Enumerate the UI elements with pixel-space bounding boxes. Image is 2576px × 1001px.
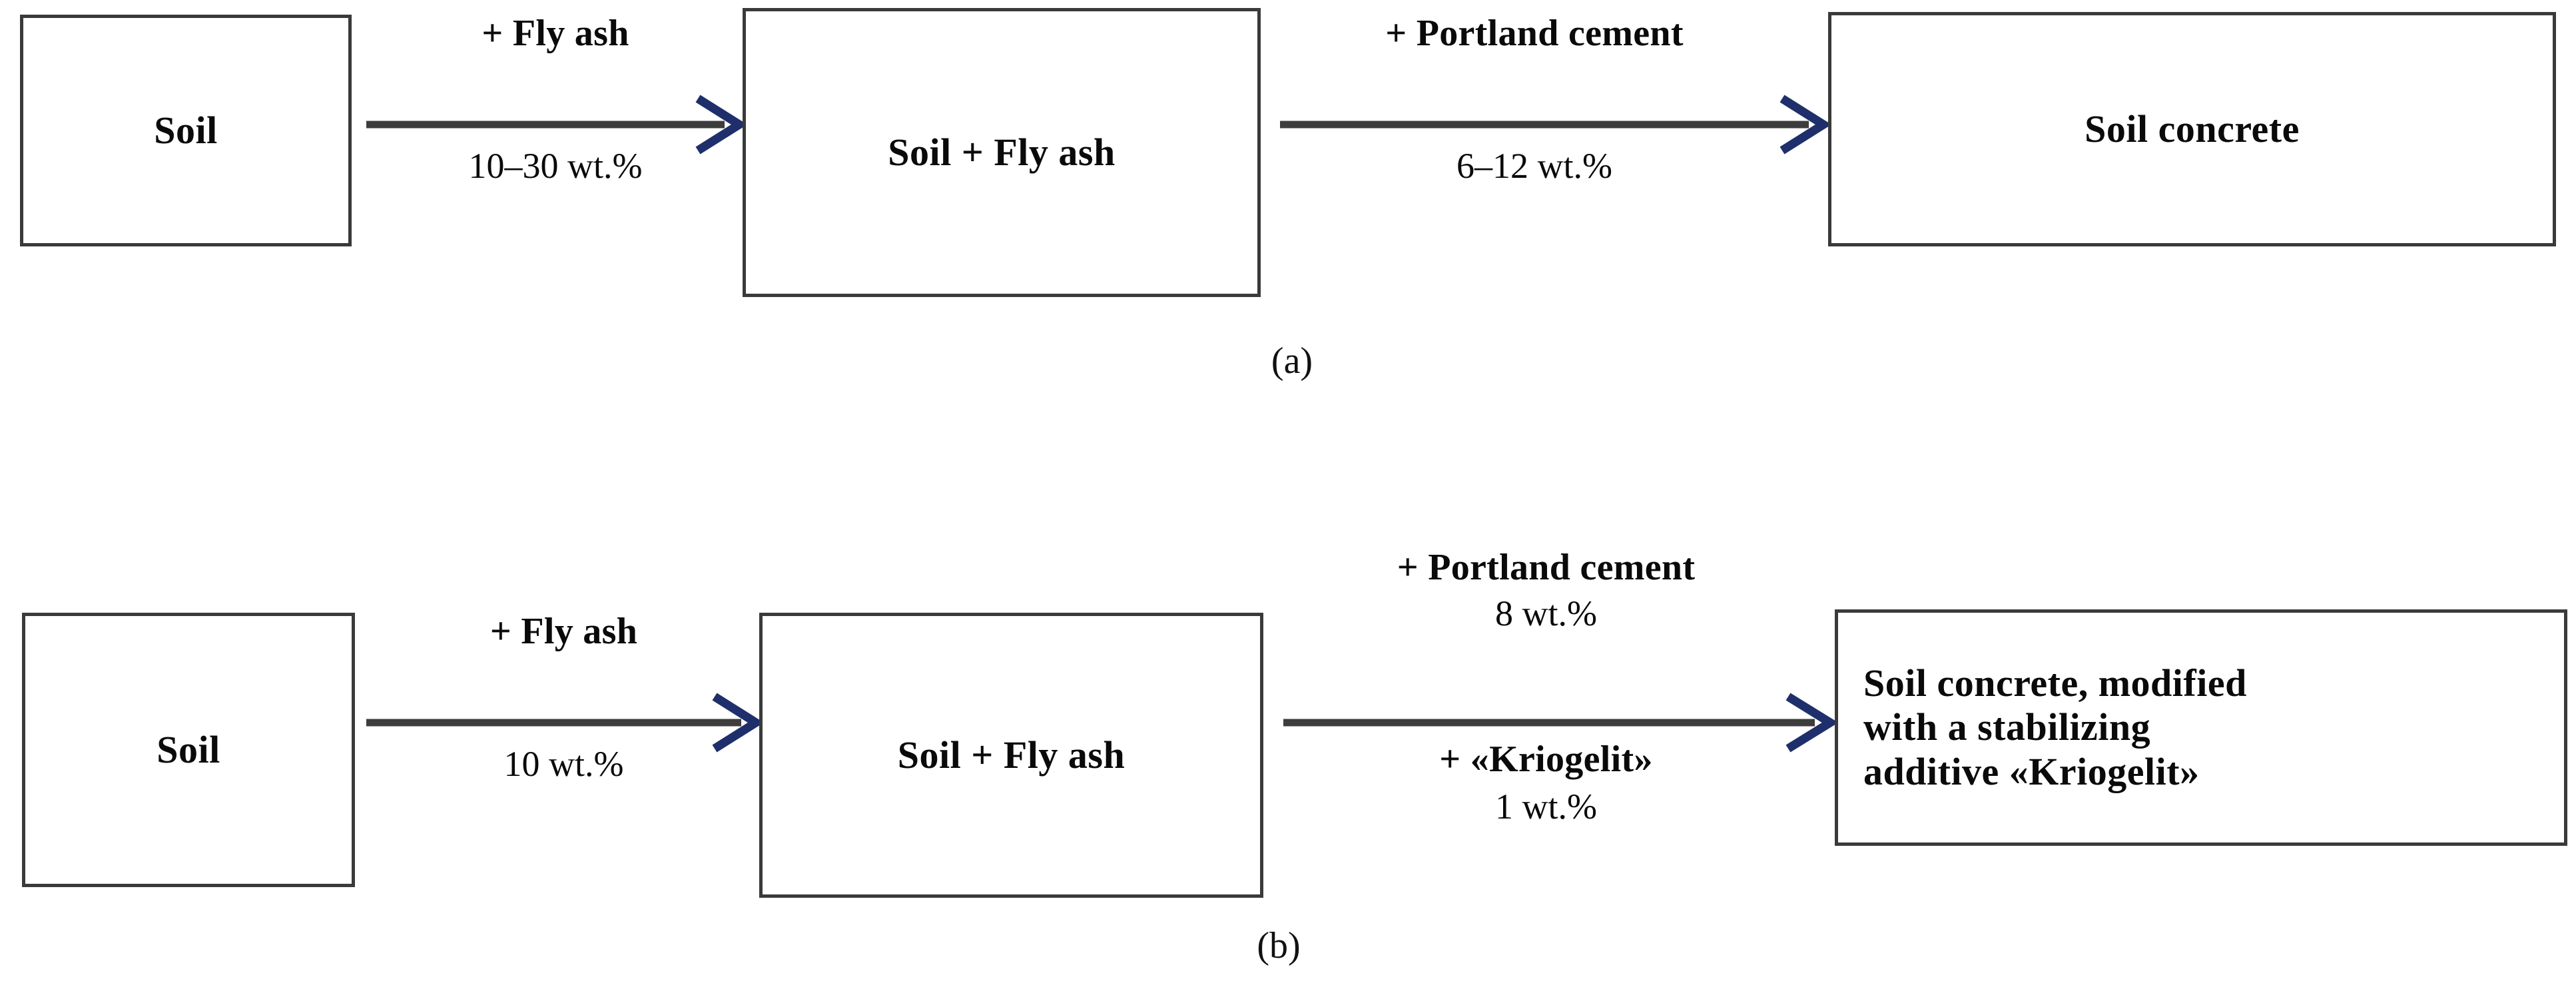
node-soil-concrete-a: Soil concrete	[1828, 12, 2556, 246]
panel-a: Soil + Fly ash 10–30 wt.% Soil + Fly ash…	[0, 0, 2576, 426]
edge-label-kriogelit-amount-b: 1 wt.%	[1495, 787, 1597, 827]
node-soil-concrete-modified-b-label: Soil concrete, modified with a stabilizi…	[1863, 661, 2247, 793]
node-soil-b: Soil	[22, 613, 355, 887]
node-soil-fly-ash-a: Soil + Fly ash	[743, 8, 1261, 297]
panel-b: Soil + Fly ash 10 wt.% Soil + Fly ash + …	[0, 547, 2576, 1001]
edge-label-portland-cement-b-above: + Portland cement	[1397, 547, 1696, 588]
edge-label-fly-ash-a-below: 10–30 wt.%	[468, 146, 643, 186]
node-soil-concrete-a-label: Soil concrete	[2085, 107, 2300, 151]
node-soil-a: Soil	[20, 15, 352, 246]
node-soil-fly-ash-a-label: Soil + Fly ash	[888, 130, 1116, 174]
edge-label-portland-cement-a-below: 6–12 wt.%	[1456, 146, 1612, 186]
edge-label-portland-cement-amount-b: 8 wt.%	[1495, 593, 1597, 633]
node-soil-fly-ash-b-label: Soil + Fly ash	[897, 733, 1126, 777]
node-soil-concrete-modified-b: Soil concrete, modified with a stabilizi…	[1835, 609, 2567, 846]
node-soil-fly-ash-b: Soil + Fly ash	[759, 613, 1263, 898]
edge-label-fly-ash-b-below: 10 wt.%	[503, 744, 624, 784]
edge-label-fly-ash-b-above: + Fly ash	[489, 611, 638, 652]
panel-caption-b: (b)	[1257, 925, 1301, 966]
node-soil-b-label: Soil	[157, 727, 220, 771]
node-soil-a-label: Soil	[154, 108, 218, 152]
panel-caption-a: (a)	[1271, 340, 1313, 382]
edge-label-portland-cement-a-above: + Portland cement	[1385, 13, 1684, 54]
edge-label-fly-ash-a-above: + Fly ash	[482, 13, 629, 54]
edge-label-kriogelit-b-below: + «Kriogelit»	[1439, 739, 1653, 780]
